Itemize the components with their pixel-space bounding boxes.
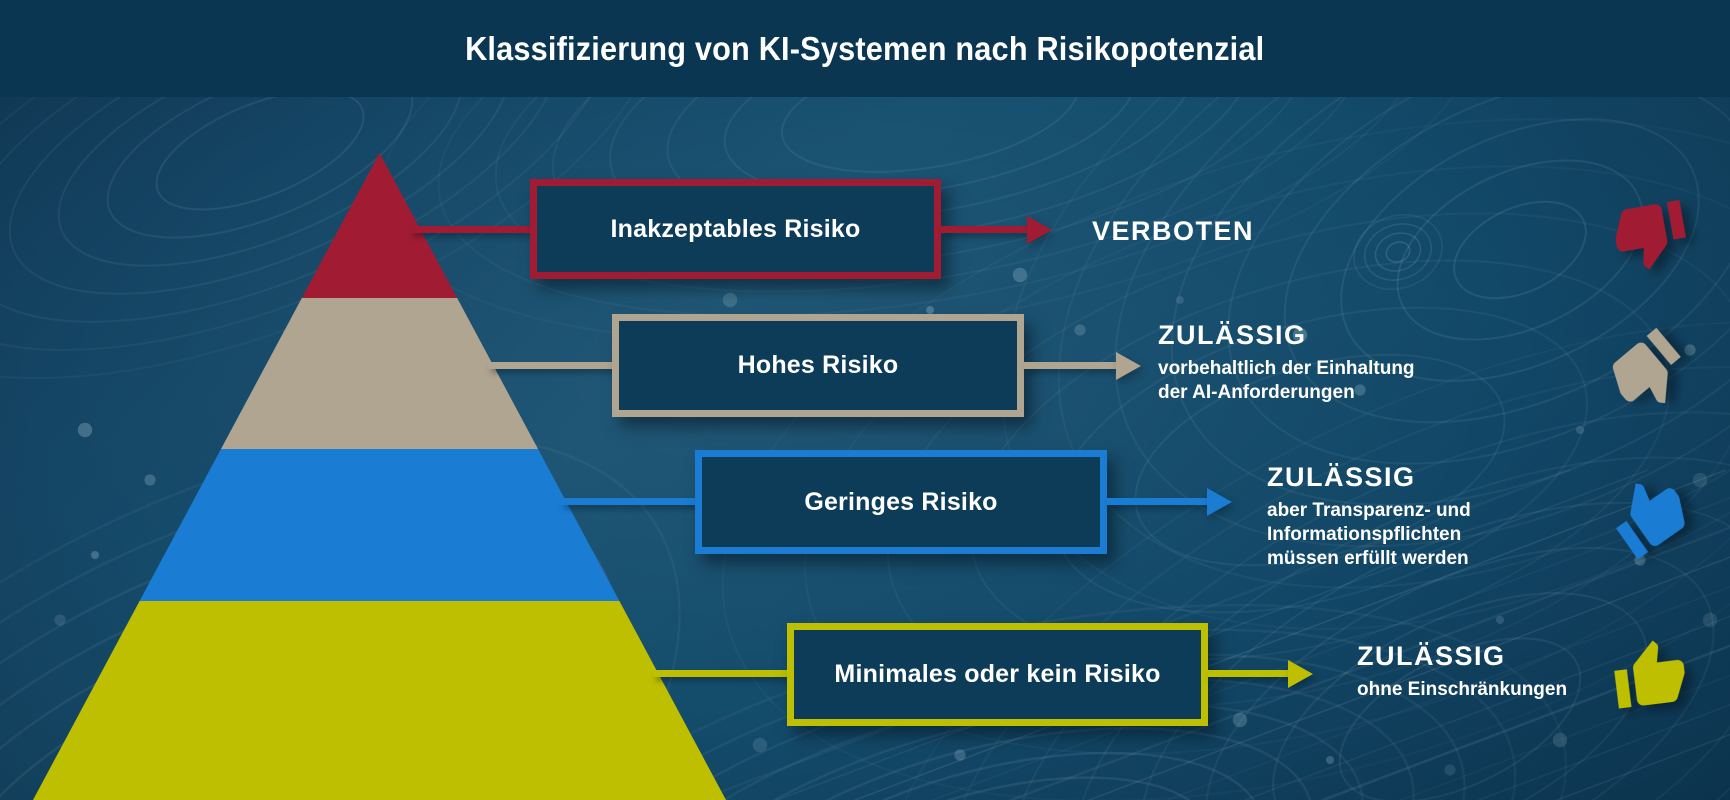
thumb-tilted-up-icon	[1616, 483, 1685, 560]
status-block-low: ZULÄSSIG aber Transparenz- und Informati…	[1267, 462, 1471, 570]
thumbs-up-icon	[1614, 640, 1685, 709]
arrow-head-low	[1207, 488, 1232, 516]
pyramid-level-minimal	[33, 601, 726, 800]
status-text: ZULÄSSIG	[1357, 641, 1506, 671]
risk-box-high: Hohes Risiko	[612, 314, 1024, 417]
arrow-shaft-unacceptable	[941, 226, 1028, 233]
risk-box-minimal: Minimales oder kein Risiko	[787, 623, 1208, 726]
status-block-unacceptable: VERBOTEN	[1092, 216, 1254, 253]
status-detail: Informationspflichten	[1267, 524, 1462, 545]
risk-box-label: Geringes Risiko	[804, 487, 998, 516]
risk-box-label: Hohes Risiko	[737, 351, 899, 379]
arrow-shaft-minimal	[1208, 670, 1289, 677]
risk-box-label: Minimales oder kein Risiko	[834, 660, 1161, 688]
status-detail: aber Transparenz- und	[1267, 500, 1471, 521]
status-block-high: ZULÄSSIG vorbehaltlich der Einhaltung de…	[1158, 320, 1415, 404]
risk-box-label: Inakzeptables Risiko	[610, 214, 861, 243]
arrow-head-unacceptable	[1027, 216, 1052, 244]
connector-line-low	[561, 498, 702, 505]
status-detail: müssen erfüllt werden	[1267, 548, 1469, 569]
thumb-tilted-down-icon	[1612, 327, 1681, 404]
header-bar: Klassifizierung von KI-Systemen nach Ris…	[0, 0, 1730, 97]
risk-box-unacceptable: Inakzeptables Risiko	[530, 179, 941, 279]
thumbs-down-icon	[1615, 199, 1686, 270]
status-block-minimal: ZULÄSSIG ohne Einschränkungen	[1357, 641, 1567, 701]
arrow-shaft-low	[1107, 498, 1208, 505]
status-detail: der AI-Anforderungen	[1158, 382, 1355, 403]
status-detail: ohne Einschränkungen	[1357, 679, 1568, 700]
arrow-shaft-high	[1024, 362, 1117, 369]
status-text: VERBOTEN	[1092, 216, 1255, 246]
risk-box-low: Geringes Risiko	[695, 450, 1107, 554]
status-detail: vorbehaltlich der Einhaltung	[1158, 358, 1415, 379]
page-title: Klassifizierung von KI-Systemen nach Ris…	[465, 29, 1265, 67]
connector-line-minimal	[653, 670, 794, 677]
connector-line-high	[488, 362, 619, 369]
status-text: ZULÄSSIG	[1158, 320, 1307, 350]
connector-line-unacceptable	[410, 226, 537, 233]
status-text: ZULÄSSIG	[1267, 462, 1416, 492]
arrow-head-high	[1116, 352, 1141, 380]
arrow-head-minimal	[1288, 660, 1313, 688]
